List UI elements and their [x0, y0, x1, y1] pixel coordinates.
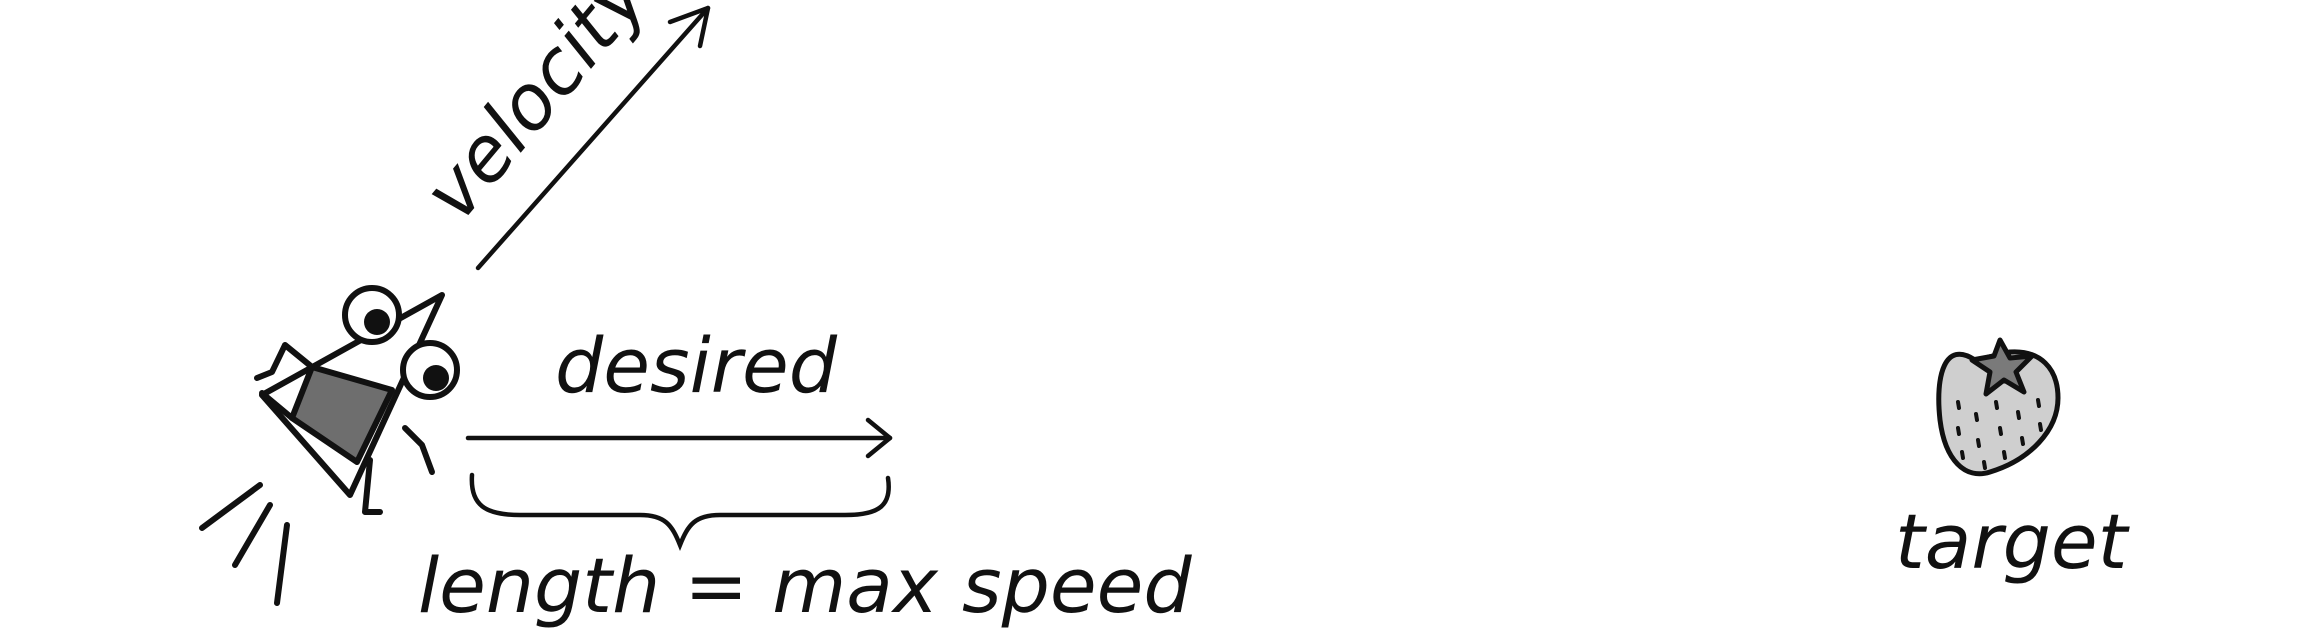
vehicle-pupil-icon	[423, 365, 449, 391]
vehicle-shade-icon	[289, 364, 395, 465]
strawberry-seeds	[1956, 398, 2043, 470]
vehicle-leg-icon	[362, 457, 383, 515]
vehicle-leg-icon	[254, 342, 315, 381]
brace-label: length = max speed	[418, 541, 1192, 630]
vehicle-pupil-icon	[364, 309, 390, 335]
length-brace	[469, 472, 891, 552]
desired-arrow	[465, 417, 893, 459]
motion-line-icon	[274, 522, 290, 606]
velocity-arrow	[475, 5, 711, 271]
strawberry-icon	[1936, 337, 2061, 477]
vehicle-leg-icon	[402, 425, 435, 475]
desired-label: desired	[555, 321, 838, 410]
motion-line-icon	[232, 502, 273, 568]
motion-line-icon	[199, 482, 263, 531]
vehicle-icon	[199, 285, 460, 606]
target-label: target	[1895, 497, 2131, 586]
vehicle-leg-icon	[259, 390, 295, 421]
